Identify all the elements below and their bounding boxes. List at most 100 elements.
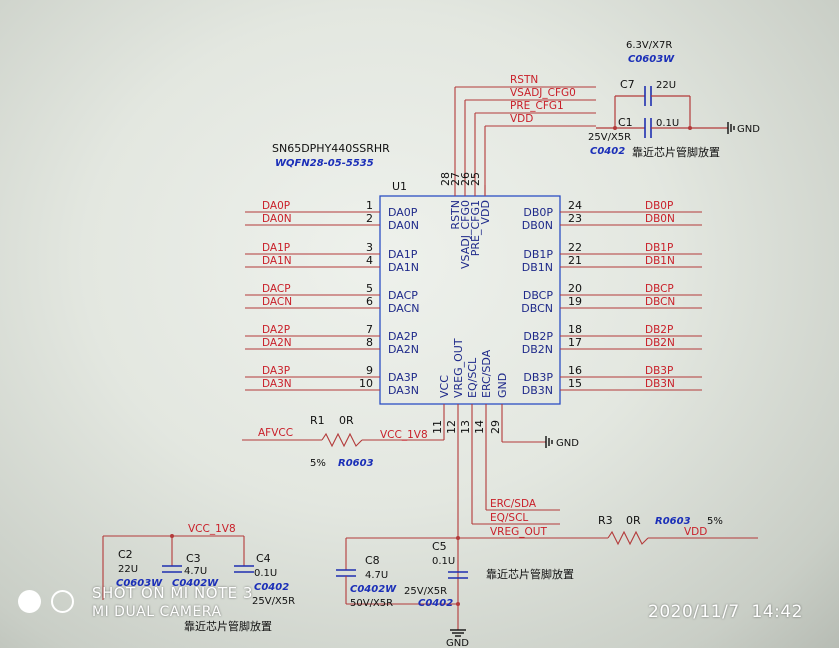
pin-name-left: DA3P — [388, 371, 418, 384]
chip-body — [379, 195, 561, 405]
c8-value: 4.7U — [365, 570, 388, 581]
pin-name-right: DB1N — [522, 261, 553, 274]
r3-package: R0603 — [655, 516, 691, 527]
pin-name-left: DA3N — [388, 384, 419, 397]
c7-capacitor — [615, 86, 691, 128]
pin-number-bottom: 12 — [445, 420, 458, 434]
pin-number-left: 4 — [366, 254, 373, 267]
pin-name-right: DB0P — [523, 206, 553, 219]
net-label-left: DA2N — [262, 337, 292, 349]
pin-name-left: DA2N — [388, 343, 419, 356]
pin-number-left: 2 — [366, 212, 373, 225]
net-label-left: DACP — [262, 283, 291, 295]
net-label-right: DB1P — [645, 242, 673, 254]
pin-number-left: 8 — [366, 336, 373, 349]
net-vreg-out: VREG_OUT — [490, 526, 547, 538]
pin-name-bottom: VREG_OUT — [452, 338, 465, 398]
net-label-left: DA2P — [262, 324, 290, 336]
r1-tolerance: 5% — [310, 458, 326, 469]
pin-number-right: 17 — [568, 336, 582, 349]
pin-name-right: DB0N — [522, 219, 553, 232]
pin-number-left: 1 — [366, 199, 373, 212]
net-label-right: DB3P — [645, 365, 673, 377]
net-label-left: DACN — [262, 296, 292, 308]
net-label-right: DB0P — [645, 200, 673, 212]
net-vcc-1v8-r1: VCC_1V8 — [380, 429, 428, 441]
camera-watermark-line2: MI DUAL CAMERA — [92, 604, 222, 620]
pin-name-bottom: ERC/SDA — [480, 349, 493, 398]
c7-ref: C7 — [620, 78, 635, 91]
pin-number-left: 3 — [366, 241, 373, 254]
pin-name-right: DB3P — [523, 371, 553, 384]
c5-rating: 25V/X5R — [404, 586, 447, 597]
pin-name-bottom: GND — [496, 373, 509, 398]
c4-ref: C4 — [256, 552, 271, 565]
pin-number-bottom: 11 — [431, 420, 444, 434]
net-label-left: DA3P — [262, 365, 290, 377]
c4-rating: 25V/X5R — [252, 596, 295, 607]
net-label-left: DA0P — [262, 200, 290, 212]
gnd-label-pin29: GND — [556, 438, 579, 449]
pin-number-left: 5 — [366, 282, 373, 295]
net-label-right: DB2N — [645, 337, 675, 349]
pin-name-top: RSTN — [449, 200, 462, 230]
c3-value: 4.7U — [184, 566, 207, 577]
pin-number-top: 25 — [469, 172, 482, 186]
net-vsadj-cfg0: VSADJ_CFG0 — [510, 87, 576, 99]
bottom-pin-wires — [443, 418, 608, 604]
camera-timestamp: 2020/11/7 14:42 — [648, 602, 803, 622]
pin-name-right: DBCN — [521, 302, 553, 315]
c2-value: 22U — [118, 564, 138, 575]
pin-number-left: 9 — [366, 364, 373, 377]
r1-package: R0603 — [338, 458, 374, 469]
gnd-label-top: GND — [737, 124, 760, 135]
c1-package: C0402 — [590, 146, 625, 157]
net-pre-cfg1: PRE_CFG1 — [510, 100, 564, 112]
net-label-right: DBCP — [645, 283, 674, 295]
c1-value: 0.1U — [656, 118, 679, 129]
camera-logo-dot-ring — [51, 590, 74, 613]
c7-value: 22U — [656, 80, 676, 91]
top-net-wires — [454, 86, 596, 195]
c8-package: C0402W — [350, 584, 397, 595]
c5-value: 0.1U — [432, 556, 455, 567]
pin-number-left: 6 — [366, 295, 373, 308]
net-eq-scl: EQ/SCL — [490, 512, 528, 524]
pin-number-right: 16 — [568, 364, 582, 377]
pin-name-right: DB3N — [522, 384, 553, 397]
c4-value: 0.1U — [254, 568, 277, 579]
r3-ref: R3 — [598, 514, 613, 527]
pin-number-top: 28 — [439, 172, 452, 186]
c5-package: C0402 — [418, 598, 453, 609]
c2-ref: C2 — [118, 548, 133, 561]
chip-package: WQFN28-05-5535 — [275, 158, 374, 169]
pin-number-top: 27 — [449, 172, 462, 186]
camera-logo-dot-filled — [18, 590, 41, 613]
pin-number-right: 20 — [568, 282, 582, 295]
c3-ref: C3 — [186, 552, 201, 565]
net-label-right: DB0N — [645, 213, 675, 225]
pin-name-right: DB2N — [522, 343, 553, 356]
pin-number-right: 19 — [568, 295, 582, 308]
net-label-right: DB3N — [645, 378, 675, 390]
net-erc-sda: ERC/SDA — [490, 498, 537, 510]
c7-package: C0603W — [628, 54, 675, 65]
pin-name-left: DACP — [388, 289, 418, 302]
c1-capacitor — [596, 96, 728, 138]
net-vcc-1v8-rail: VCC_1V8 — [188, 523, 236, 535]
pin-number-bottom: 14 — [473, 420, 486, 434]
net-label-right: DB1N — [645, 255, 675, 267]
pin-name-bottom: EQ/SCL — [466, 357, 479, 398]
c4-package: C0402 — [254, 582, 289, 593]
pin-name-left: DA0N — [388, 219, 419, 232]
gnd-pin29-wire — [501, 418, 553, 448]
net-vdd-r3: VDD — [684, 526, 707, 538]
pin-name-left: DA1P — [388, 248, 418, 261]
r1-value: 0R — [339, 414, 354, 427]
c3-package: C0402W — [172, 578, 219, 589]
c4-note: 靠近芯片管脚放置 — [184, 619, 272, 633]
c2-package: C0603W — [116, 578, 163, 589]
pin-name-top: PRE_CFG1 — [469, 200, 482, 256]
